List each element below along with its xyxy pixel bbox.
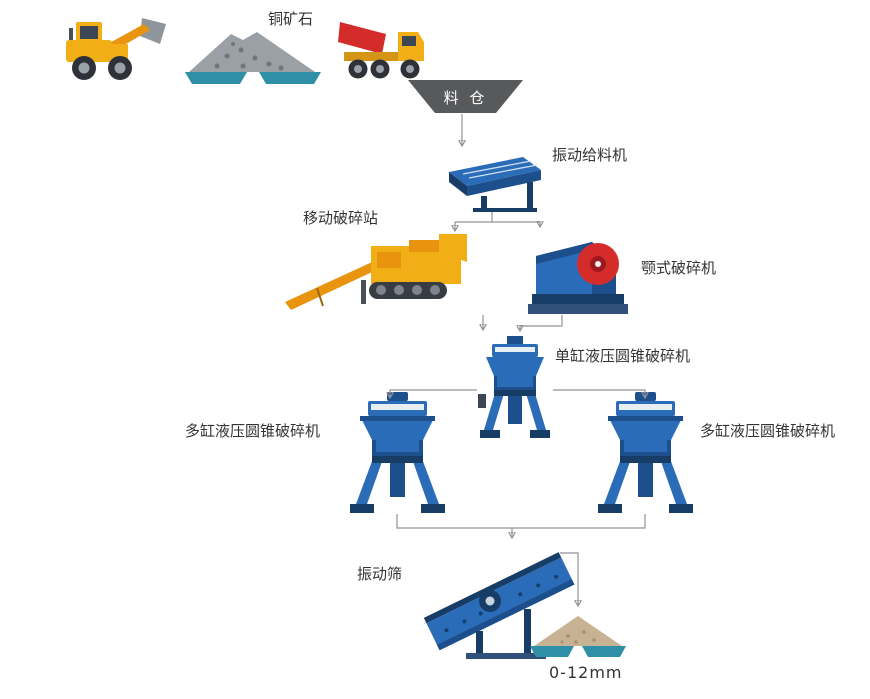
jaw-crusher-illustration (528, 242, 628, 314)
multi-cylinder-cone-crusher-right-illustration (598, 392, 693, 513)
ore-support-left (185, 72, 247, 84)
hopper-label: 料 仓 (443, 89, 488, 107)
loader-bucket (140, 18, 166, 44)
dump-truck-illustration (338, 22, 424, 79)
mobile-feed-hopper (439, 234, 467, 262)
truck-dump-bed (338, 22, 386, 54)
single-cylinder-cone-crusher-label: 单缸液压圆锥破碎机 (555, 347, 691, 365)
multi-cylinder-cone-crusher-left-label: 多缸液压圆锥破碎机 (185, 422, 321, 440)
cone-side-motor (478, 394, 486, 408)
vibrating-feeder-illustration (449, 157, 541, 212)
hopper-illustration (408, 80, 523, 113)
vibrating-feeder-label: 振动给料机 (552, 146, 628, 164)
multi-cylinder-cone-crusher-left-illustration (350, 392, 445, 513)
mobile-crushing-station-illustration (285, 234, 467, 310)
vibrating-screen-label: 振动筛 (357, 565, 403, 583)
output-size-label: 0-12mm (549, 663, 623, 682)
multi-cylinder-cone-crusher-right-label: 多缸液压圆锥破碎机 (700, 422, 836, 440)
product-support-right (582, 646, 626, 657)
ore-pile-label: 铜矿石 (268, 10, 314, 28)
loader-cab-window (80, 26, 98, 39)
ore-pile-illustration (185, 32, 321, 84)
vibrating-screen-illustration (423, 552, 575, 659)
jaw-crusher-label: 颚式破碎机 (641, 259, 717, 277)
product-pile-illustration (530, 616, 626, 657)
wheel-loader-illustration (66, 18, 166, 80)
ore-support-right (259, 72, 321, 84)
mobile-crawler-track (369, 282, 447, 299)
single-cylinder-cone-crusher-illustration (478, 336, 550, 438)
product-support-left (530, 646, 574, 657)
truck-cab-window (402, 36, 416, 46)
loader-exhaust (69, 28, 73, 40)
mobile-conveyor (285, 258, 385, 310)
mobile-crushing-station-label: 移动破碎站 (303, 209, 379, 227)
